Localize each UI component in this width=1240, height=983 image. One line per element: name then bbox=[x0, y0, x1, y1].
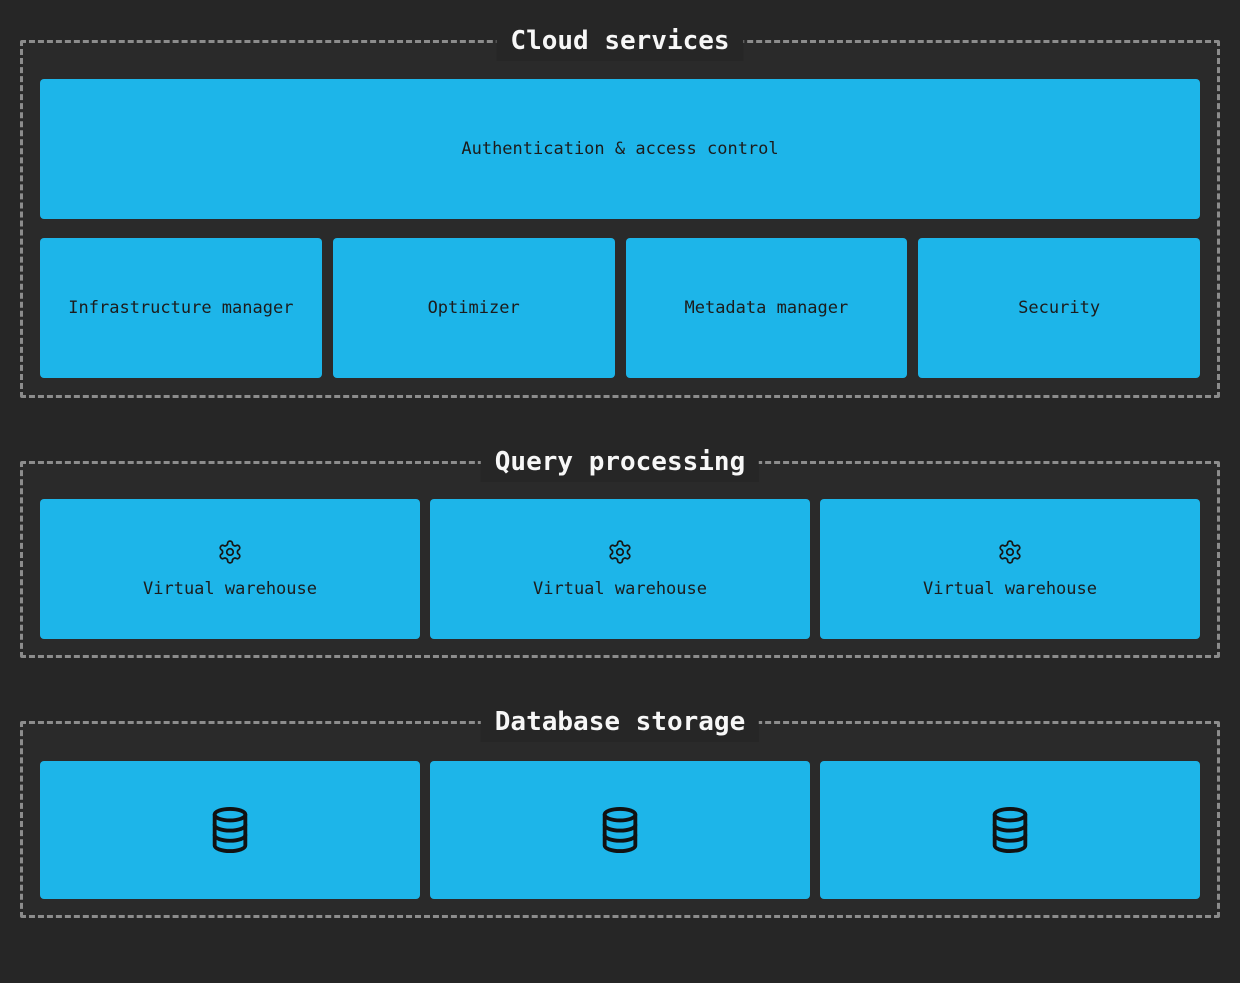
metadata-manager-box: Metadata manager bbox=[625, 238, 908, 378]
section-query-processing: Query processing Virtual warehouse Virtu… bbox=[20, 442, 1220, 658]
database-box bbox=[40, 761, 420, 899]
database-box bbox=[820, 761, 1200, 899]
virtual-warehouse-box: Virtual warehouse bbox=[820, 499, 1200, 639]
query-processing-row: Virtual warehouse Virtual warehouse Virt… bbox=[40, 499, 1200, 639]
database-icon bbox=[207, 805, 253, 855]
database-icon bbox=[987, 805, 1033, 855]
gear-icon bbox=[217, 539, 243, 565]
database-box bbox=[430, 761, 810, 899]
metadata-manager-label: Metadata manager bbox=[684, 298, 849, 318]
infrastructure-manager-box: Infrastructure manager bbox=[40, 238, 322, 378]
virtual-warehouse-label: Virtual warehouse bbox=[923, 579, 1097, 599]
auth-access-control-box: Authentication & access control bbox=[40, 79, 1200, 219]
cloud-services-row: Infrastructure manager Optimizer Metadat… bbox=[40, 238, 1200, 378]
gear-icon bbox=[607, 539, 633, 565]
virtual-warehouse-label: Virtual warehouse bbox=[143, 579, 317, 599]
section-title-query-processing: Query processing bbox=[480, 442, 760, 482]
optimizer-box: Optimizer bbox=[332, 238, 615, 378]
database-storage-row bbox=[40, 761, 1200, 899]
gear-icon bbox=[997, 539, 1023, 565]
section-title-database-storage: Database storage bbox=[480, 702, 760, 742]
virtual-warehouse-label: Virtual warehouse bbox=[533, 579, 707, 599]
section-database-storage: Database storage bbox=[20, 702, 1220, 918]
auth-access-control-label: Authentication & access control bbox=[461, 139, 779, 159]
optimizer-label: Optimizer bbox=[427, 298, 520, 318]
virtual-warehouse-box: Virtual warehouse bbox=[430, 499, 810, 639]
virtual-warehouse-box: Virtual warehouse bbox=[40, 499, 420, 639]
infrastructure-manager-label: Infrastructure manager bbox=[68, 298, 294, 318]
section-title-cloud-services: Cloud services bbox=[496, 21, 744, 61]
database-icon bbox=[597, 805, 643, 855]
security-label: Security bbox=[1018, 298, 1101, 318]
security-box: Security bbox=[918, 238, 1200, 378]
section-cloud-services: Cloud services Authentication & access c… bbox=[20, 21, 1220, 398]
